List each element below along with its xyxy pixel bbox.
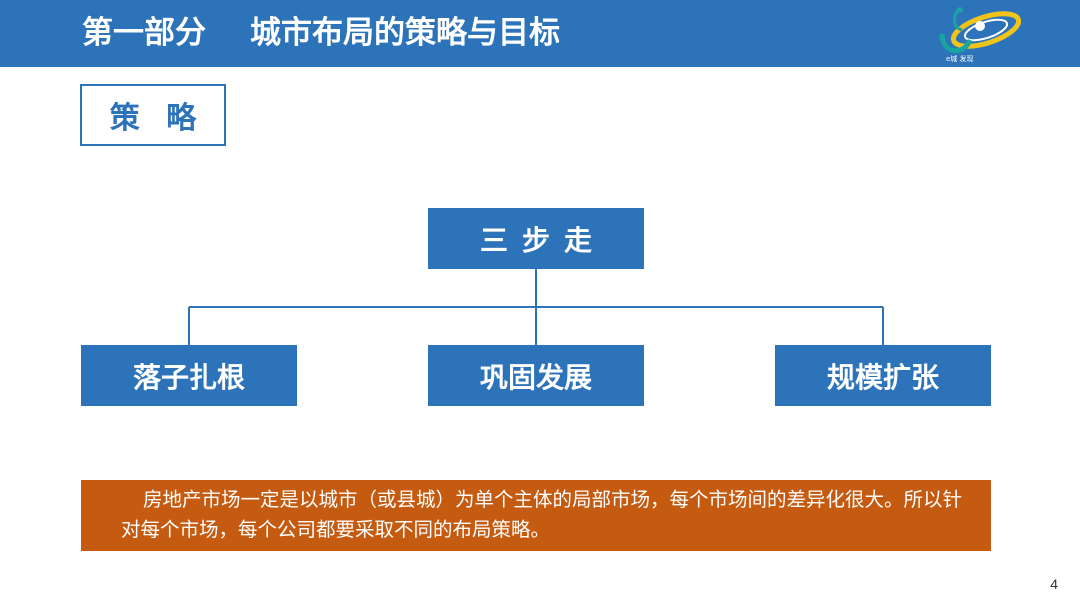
logo-text: e城 发现 xyxy=(946,54,974,63)
header-bar: 第一部分 城市布局的策略与目标 e城 发现 xyxy=(0,0,1080,67)
child-node-1: 落子扎根 xyxy=(81,345,297,406)
note-box: 房地产市场一定是以城市（或县城）为单个主体的局部市场，每个市场间的差异化很大。所… xyxy=(81,480,991,551)
company-logo-icon: e城 发现 xyxy=(934,4,1024,64)
part-label: 第一部分 xyxy=(82,15,206,51)
root-node: 三步走 xyxy=(428,208,644,269)
child-node-3: 规模扩张 xyxy=(775,345,991,406)
section-tag: 策 略 xyxy=(80,84,226,146)
note-text: 房地产市场一定是以城市（或县城）为单个主体的局部市场，每个市场间的差异化很大。所… xyxy=(121,488,963,541)
child-node-2: 巩固发展 xyxy=(428,345,644,406)
title-text: 城市布局的策略与目标 xyxy=(250,15,560,51)
page-number: 4 xyxy=(1050,576,1058,592)
page-title: 第一部分 城市布局的策略与目标 xyxy=(82,10,560,56)
